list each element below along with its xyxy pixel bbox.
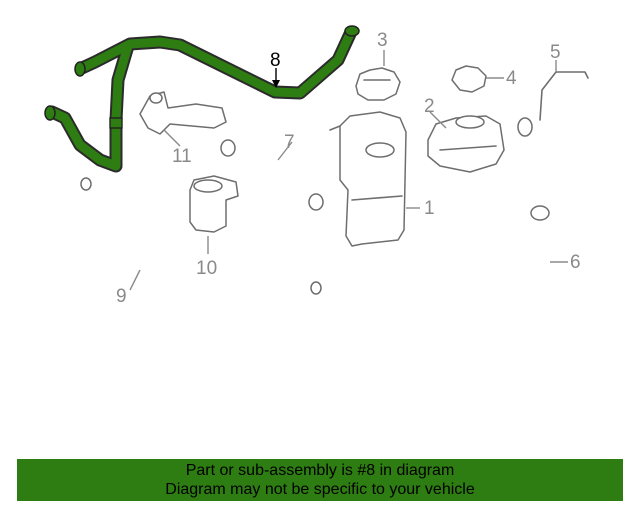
callout-3: 3: [377, 30, 388, 51]
part-11-fitting[interactable]: [139, 91, 227, 135]
part-5-line[interactable]: [539, 71, 589, 121]
part-10-pump[interactable]: [189, 175, 239, 233]
part-1-expansion-tank[interactable]: [329, 111, 407, 247]
parts-diagram: 1 2 3 4 5 6 7 8 9 10 11: [44, 25, 606, 396]
callout-6: 6: [570, 252, 581, 273]
callout-9: 9: [116, 286, 127, 307]
callout-8: 8: [270, 50, 281, 71]
part-7-hose[interactable]: [220, 130, 324, 214]
part-6-hose[interactable]: [517, 117, 606, 396]
callout-1: 1: [424, 198, 435, 219]
callout-7: 7: [284, 132, 295, 153]
part-3-cap[interactable]: [355, 67, 401, 101]
banner-line-disclaimer: Diagram may not be specific to your vehi…: [165, 481, 475, 498]
part-4-cap[interactable]: [451, 65, 487, 93]
leader-lines: [129, 50, 568, 291]
part-9-pipe[interactable]: [80, 177, 322, 309]
info-banner: Part or sub-assembly is #8 in diagram Di…: [17, 459, 623, 501]
callout-5: 5: [550, 42, 561, 63]
part-8-hose[interactable]: [44, 25, 360, 173]
callout-2: 2: [424, 96, 435, 117]
banner-line-part: Part or sub-assembly is #8 in diagram: [185, 462, 455, 479]
callout-11: 11: [172, 146, 192, 167]
part-2-reservoir[interactable]: [427, 115, 505, 173]
callout-10: 10: [196, 258, 217, 279]
callout-4: 4: [506, 68, 517, 89]
